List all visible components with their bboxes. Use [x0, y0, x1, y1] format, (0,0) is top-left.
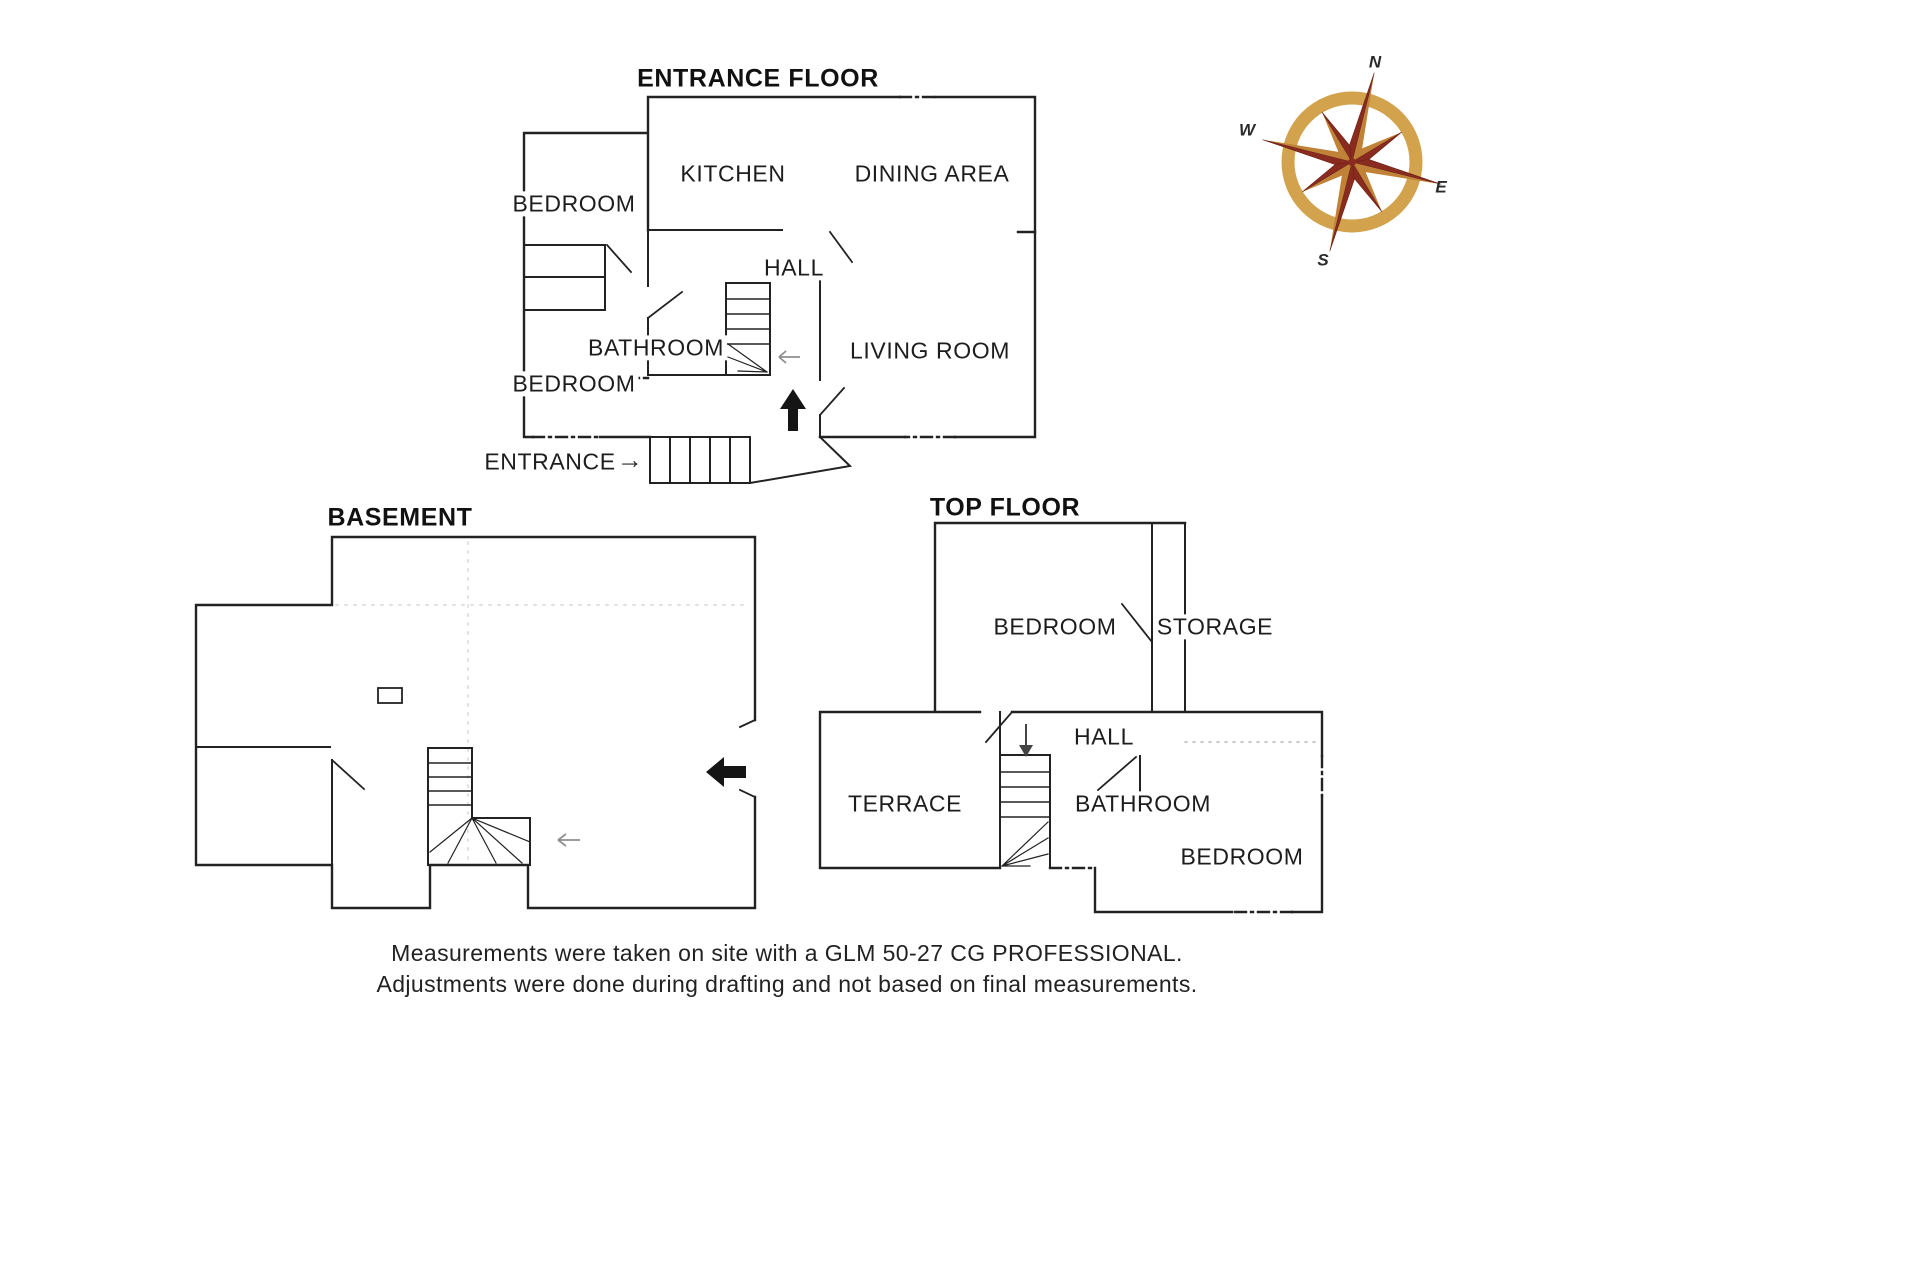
- up-arrow-icon: [780, 389, 806, 431]
- compass-label-south: S: [1317, 250, 1329, 270]
- room-label-hall-top-floor: HALL: [1071, 724, 1137, 750]
- compass-label-north: N: [1368, 52, 1382, 72]
- room-label-bedroom-left-top-floor: BEDROOM: [990, 614, 1120, 640]
- entrance-porch-lines: [748, 435, 853, 485]
- basement-stairs-treads: [427, 762, 473, 806]
- room-label-terrace: TERRACE: [844, 791, 966, 817]
- entrance-steps-porch: [649, 435, 853, 485]
- down-arrow-icon: [1019, 724, 1033, 757]
- room-label-bedroom-right-top-floor: BEDROOM: [1177, 844, 1307, 870]
- top-floor-title: TOP FLOOR: [929, 493, 1081, 522]
- basement-chimney: [377, 687, 403, 704]
- compass-rose: [1262, 72, 1442, 252]
- compass-label-east: E: [1435, 177, 1447, 197]
- entrance-dashed-walls: [531, 95, 957, 439]
- basement-stairs-winders: [429, 817, 531, 864]
- footer-measurement-note-line2: Adjustments were done during drafting an…: [376, 971, 1198, 997]
- room-label-kitchen: KITCHEN: [677, 161, 789, 187]
- room-label-bedroom-bottom: BEDROOM: [509, 371, 639, 397]
- room-label-bathroom-entrance-floor: BATHROOM: [585, 335, 727, 361]
- basement-stairs-outline: [427, 747, 531, 866]
- basement-title: BASEMENT: [327, 503, 473, 532]
- room-label-entrance: ENTRANCE: [481, 449, 619, 475]
- room-label-storage: STORAGE: [1153, 614, 1277, 640]
- top-outer-walls: [818, 521, 1324, 914]
- basement-entry-arrow-icon: [706, 757, 746, 787]
- top-stairs-winders: [1001, 821, 1049, 867]
- basement-interior-walls: [195, 746, 333, 866]
- compass-center-dot: [1348, 158, 1356, 166]
- footer-measurement-note-line1: Measurements were taken on site with a G…: [391, 940, 1183, 966]
- stairs-direction-arrow-icon: [778, 350, 800, 364]
- entrance-outer-walls: [522, 95, 1037, 439]
- entrance-floor-walls: [522, 95, 1037, 439]
- basement-door-ticks: [738, 718, 757, 799]
- entrance-stairs-treads: [725, 298, 771, 345]
- entrance-arrow-icon: →: [616, 444, 644, 475]
- entrance-door-leaves: [605, 230, 854, 417]
- room-label-bedroom-top: BEDROOM: [509, 191, 639, 217]
- basement-grid-dotted: [335, 541, 751, 861]
- basement-door-leaf: [330, 758, 366, 791]
- compass-ring: [1281, 91, 1423, 233]
- basement-walls: [194, 535, 757, 910]
- top-dashed-walls: [1048, 754, 1324, 914]
- entrance-floor-title: ENTRANCE FLOOR: [637, 64, 879, 93]
- top-interior-walls: [1139, 522, 1186, 799]
- room-label-bathroom-top-floor: BATHROOM: [1072, 791, 1214, 817]
- basement-stairs: [427, 747, 531, 866]
- entrance-exterior-steps: [649, 436, 751, 484]
- room-label-living-room: LIVING ROOM: [847, 338, 1013, 364]
- basement-outer-walls: [194, 535, 757, 910]
- compass-star: [1262, 72, 1442, 252]
- compass-label-west: W: [1238, 120, 1256, 140]
- basement-stairs-direction-arrow-icon: [557, 833, 580, 847]
- room-label-hall-entrance-floor: HALL: [761, 255, 827, 281]
- down-arrow-head: [1019, 745, 1033, 757]
- entrance-stairs-winders: [727, 343, 768, 373]
- entrance-stairs: [725, 282, 771, 376]
- room-label-dining-area: DINING AREA: [851, 161, 1013, 187]
- top-stairs-treads: [999, 771, 1051, 818]
